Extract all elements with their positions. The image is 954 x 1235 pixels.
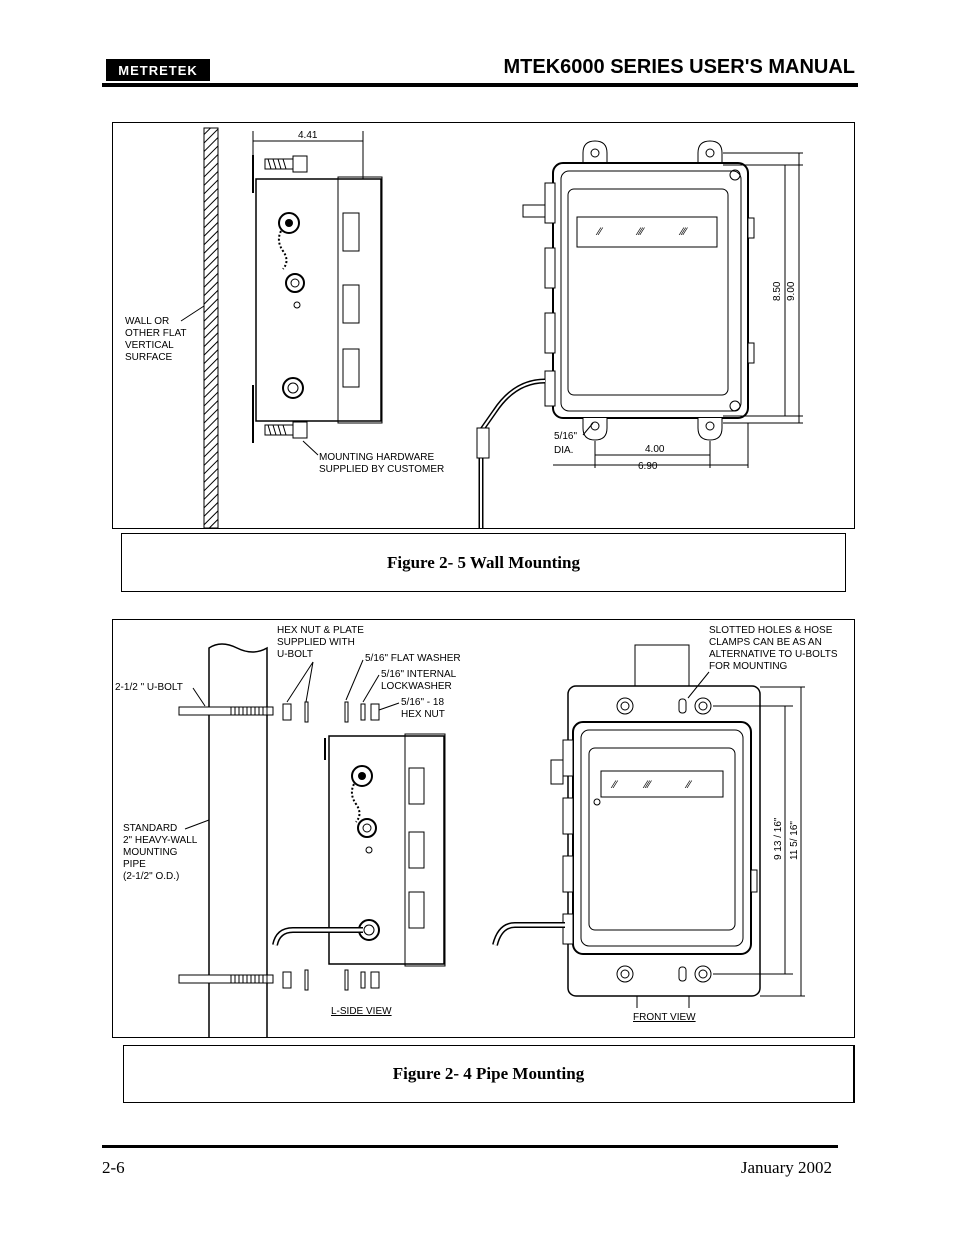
pipe-mounting-drawing: HEX NUT & PLATE SUPPLIED WITH U-BOLT 5/1… — [115, 625, 838, 1039]
bottom-u-bolt — [178, 974, 274, 984]
svg-text:LOCKWASHER: LOCKWASHER — [381, 681, 452, 692]
enclosure-side-view — [255, 178, 382, 422]
wall-mounting-drawing: WALL OR OTHER FLAT VERTICAL SURFACE 4.41 — [125, 127, 803, 529]
publication-date: January 2002 — [740, 1158, 832, 1177]
svg-text:2" HEAVY-WALL: 2" HEAVY-WALL — [123, 835, 198, 846]
svg-text:SUPPLIED BY CUSTOMER: SUPPLIED BY CUSTOMER — [319, 464, 444, 475]
pipe-mounting-figure: HEX NUT & PLATE SUPPLIED WITH U-BOLT 5/1… — [112, 619, 855, 1039]
svg-text:STANDARD: STANDARD — [123, 823, 177, 834]
svg-text:SUPPLIED WITH: SUPPLIED WITH — [277, 637, 355, 648]
enclosure-front-view: ⁄⁄ ⁄⁄⁄ ⁄⁄⁄ — [522, 140, 755, 441]
pipe-label: STANDARD 2" HEAVY-WALL MOUNTING PIPE (2-… — [123, 823, 198, 882]
svg-text:PIPE: PIPE — [123, 859, 146, 870]
dim-9-13-16: 9 13 / 16" — [773, 817, 784, 860]
dia-label: 5/16" DIA. — [554, 431, 577, 456]
svg-text:5/16" INTERNAL: 5/16" INTERNAL — [381, 669, 457, 680]
svg-text:ALTERNATIVE TO U-BOLTS: ALTERNATIVE TO U-BOLTS — [709, 649, 838, 660]
wall-mounting-figure: WALL OR OTHER FLAT VERTICAL SURFACE 4.41 — [112, 122, 855, 529]
pipe-figure-caption-box: Figure 2- 4 Pipe Mounting — [123, 1045, 855, 1103]
svg-text:MOUNTING HARDWARE: MOUNTING HARDWARE — [319, 452, 435, 463]
svg-text:⁄⁄⁄: ⁄⁄⁄ — [635, 226, 646, 238]
slotted-holes-label: SLOTTED HOLES & HOSE CLAMPS CAN BE AS AN… — [709, 625, 838, 672]
wall-figure-caption-box: Figure 2- 5 Wall Mounting — [121, 533, 846, 592]
dim-11-5-16: 11 5/ 16" — [789, 821, 800, 860]
svg-text:⁄⁄: ⁄⁄ — [684, 779, 693, 791]
washer-label: 5/16" FLAT WASHER — [365, 653, 461, 664]
wall-hatch — [203, 127, 219, 529]
front-view-enclosure: ⁄⁄ ⁄⁄⁄ ⁄⁄ — [550, 644, 761, 997]
mounting-pipe — [208, 643, 268, 1039]
svg-text:⁄⁄⁄: ⁄⁄⁄ — [678, 226, 689, 238]
svg-text:MOUNTING: MOUNTING — [123, 847, 178, 858]
dim-4-41: 4.41 — [298, 130, 318, 141]
svg-text:CLAMPS CAN BE AS AN: CLAMPS CAN BE AS AN — [709, 637, 822, 648]
bottom-screw — [264, 421, 308, 439]
svg-text:DIA.: DIA. — [554, 445, 573, 456]
svg-text:OTHER FLAT: OTHER FLAT — [125, 328, 186, 339]
hexnut-label: HEX NUT & PLATE SUPPLIED WITH U-BOLT — [277, 625, 364, 660]
manual-title: MTEK6000 SERIES USER'S MANUAL — [503, 56, 856, 78]
svg-text:⁄⁄⁄: ⁄⁄⁄ — [642, 779, 653, 791]
hex-nut-label: 5/16" - 18 HEX NUT — [401, 697, 445, 720]
svg-text:⁄⁄: ⁄⁄ — [595, 226, 604, 238]
svg-text:(2-1/2" O.D.): (2-1/2" O.D.) — [123, 871, 179, 882]
svg-text:VERTICAL: VERTICAL — [125, 340, 174, 351]
svg-text:HEX NUT: HEX NUT — [401, 709, 445, 720]
lockwasher-label: 5/16" INTERNAL LOCKWASHER — [381, 669, 457, 692]
svg-text:U-BOLT: U-BOLT — [277, 649, 313, 660]
svg-text:SURFACE: SURFACE — [125, 352, 173, 363]
svg-text:HEX NUT & PLATE: HEX NUT & PLATE — [277, 625, 364, 636]
wall-figure-caption: Figure 2- 5 Wall Mounting — [386, 552, 580, 572]
side-view-label: L-SIDE VIEW — [331, 1006, 392, 1017]
dim-4-00: 4.00 — [645, 444, 665, 455]
front-view-label: FRONT VIEW — [633, 1012, 696, 1023]
top-u-bolt — [178, 706, 274, 716]
side-view-enclosure — [324, 733, 446, 967]
footer-rule — [102, 1145, 838, 1148]
top-screw — [264, 155, 308, 173]
hardware-label: MOUNTING HARDWARE SUPPLIED BY CUSTOMER — [319, 452, 444, 475]
svg-text:SLOTTED HOLES & HOSE: SLOTTED HOLES & HOSE — [709, 625, 833, 636]
svg-text:⁄⁄: ⁄⁄ — [610, 779, 619, 791]
svg-text:WALL OR: WALL OR — [125, 316, 169, 327]
dim-6-90: 6.90 — [638, 461, 658, 472]
page-number: 2-6 — [102, 1158, 125, 1177]
wall-label: WALL OR OTHER FLAT VERTICAL SURFACE — [125, 316, 186, 363]
svg-text:FOR MOUNTING: FOR MOUNTING — [709, 661, 788, 672]
svg-text:5/16" - 18: 5/16" - 18 — [401, 697, 444, 708]
ubolt-label: 2-1/2 " U-BOLT — [115, 682, 183, 693]
header-rule — [102, 83, 858, 87]
metretek-logo: METRETEK — [106, 59, 210, 81]
svg-text:5/16": 5/16" — [554, 431, 577, 442]
pipe-figure-caption: Figure 2- 4 Pipe Mounting — [392, 1064, 585, 1083]
dim-8-50: 8.50 — [772, 281, 783, 301]
dim-9-00: 9.00 — [786, 281, 797, 301]
